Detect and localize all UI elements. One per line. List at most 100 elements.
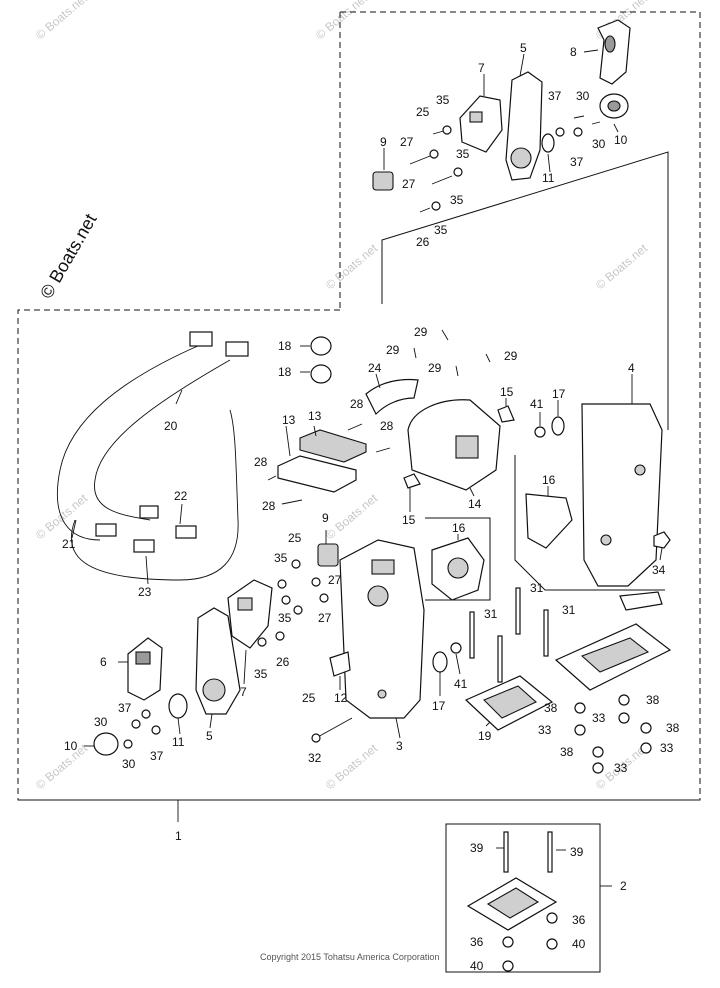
part-21-connector xyxy=(95,523,117,537)
washer-35-upper-b xyxy=(429,149,439,159)
leader-23 xyxy=(145,555,149,585)
label-part-38-b: 38 xyxy=(646,693,660,707)
label-part-32: 32 xyxy=(308,751,322,765)
part-14-window xyxy=(455,435,479,459)
leader-22 xyxy=(179,503,183,525)
label-part-35-f: 35 xyxy=(278,611,292,625)
label-part-37-lower-b: 37 xyxy=(150,749,164,763)
part-18-plug-a xyxy=(310,336,332,356)
assembly-frames xyxy=(17,11,701,973)
label-part-40-a: 40 xyxy=(572,937,586,951)
part-6-handle xyxy=(127,637,163,701)
label-part-6: 6 xyxy=(100,655,107,669)
label-part-15-lower: 15 xyxy=(402,513,416,527)
nut-40-a xyxy=(546,938,558,950)
label-part-20: 20 xyxy=(164,419,178,433)
nut-33-d xyxy=(592,762,604,774)
washer-36-a xyxy=(546,912,558,924)
label-part-5-lower: 5 xyxy=(206,729,213,743)
washer-37-a xyxy=(141,709,151,719)
label-part-37-upper-b: 37 xyxy=(570,155,584,169)
washer-35-b xyxy=(281,595,291,605)
label-part-28-d: 28 xyxy=(380,419,394,433)
label-part-3: 3 xyxy=(396,739,403,753)
part-34-bracket xyxy=(619,591,663,611)
part-8-slot xyxy=(604,35,616,53)
label-part-17-lower: 17 xyxy=(432,699,446,713)
upper-assembly xyxy=(372,19,631,213)
part-24-cover xyxy=(365,378,419,416)
label-part-37-lower-a: 37 xyxy=(118,701,132,715)
label-part-9-upper: 9 xyxy=(380,135,387,149)
label-part-29-d: 29 xyxy=(504,349,518,363)
watermark-text: © Boats.net xyxy=(323,741,381,793)
leader-14 xyxy=(469,487,475,497)
watermark-text: © Boats.net xyxy=(323,241,381,293)
label-part-23: 23 xyxy=(138,585,152,599)
label-part-9-lower: 9 xyxy=(322,511,329,525)
leader-19 xyxy=(485,721,491,727)
washer-30-b xyxy=(123,739,133,749)
label-part-27-d: 27 xyxy=(318,611,332,625)
leader-lines xyxy=(71,49,663,851)
part-34-nut xyxy=(653,531,671,549)
washer-25 xyxy=(291,559,301,569)
washer-37-upper-a xyxy=(555,127,565,137)
label-part-39-a: 39 xyxy=(470,841,484,855)
label-part-33-a: 33 xyxy=(538,723,552,737)
label-part-22: 22 xyxy=(174,489,188,503)
washer-30-a xyxy=(131,719,141,729)
part-4-boss-a xyxy=(600,534,612,546)
label-part-10-upper: 10 xyxy=(614,133,628,147)
leader-5-lower xyxy=(209,713,213,729)
part-39-bolt-a xyxy=(503,831,509,873)
label-part-35-e: 35 xyxy=(274,551,288,565)
brand-logo-text: © Boats.net xyxy=(36,210,100,302)
part-7-cover xyxy=(459,95,503,153)
label-part-26-upper: 26 xyxy=(416,235,430,249)
part-3-main-housing xyxy=(339,539,425,719)
watermark-text: © Boats.net xyxy=(323,491,381,543)
part-21-harness xyxy=(70,409,239,581)
washer-36-b xyxy=(502,936,514,948)
part-29-screw-b xyxy=(413,347,417,359)
label-part-33-c: 33 xyxy=(660,741,674,755)
screw-30-upper-b xyxy=(591,121,601,125)
leader-5 xyxy=(519,53,525,77)
part-10-grommet-lower xyxy=(93,732,119,756)
part-41-clip-upper xyxy=(534,426,546,438)
part-3-gear xyxy=(371,559,395,575)
part-28-screw-d xyxy=(375,447,391,453)
label-part-31-a: 31 xyxy=(530,581,544,595)
label-part-31-c: 31 xyxy=(484,607,498,621)
part-12-spacer xyxy=(329,651,351,677)
leader-8 xyxy=(583,49,599,53)
part-17-bushing-lower xyxy=(432,651,448,673)
label-part-1: 1 xyxy=(175,829,182,843)
leader-7-lower xyxy=(243,649,247,685)
part-13-bracket xyxy=(277,455,357,493)
leader-13b xyxy=(313,425,317,437)
leader-41b xyxy=(455,653,461,675)
part-13-plate xyxy=(299,429,367,463)
label-part-39-b: 39 xyxy=(570,845,584,859)
part-31-bolt-d xyxy=(497,635,503,683)
label-part-5-upper: 5 xyxy=(520,41,527,55)
label-part-36-b: 36 xyxy=(470,935,484,949)
label-part-17-upper: 17 xyxy=(552,387,566,401)
part-29-screw-a xyxy=(441,329,449,341)
nut-40-b xyxy=(502,960,514,972)
leader-24 xyxy=(375,373,381,389)
part-17-bushing-upper xyxy=(551,416,565,436)
label-part-25-upper: 25 xyxy=(416,105,430,119)
frame-part-16 xyxy=(425,517,491,601)
label-part-8: 8 xyxy=(570,45,577,59)
leader-21 xyxy=(71,519,77,539)
label-part-29-a: 29 xyxy=(414,325,428,339)
watermark-text: © Boats.net xyxy=(593,241,651,293)
label-part-11-lower: 11 xyxy=(172,735,185,749)
label-part-10-lower: 10 xyxy=(64,739,78,753)
leader-11-lower xyxy=(177,717,181,735)
part-20-connector-a xyxy=(189,331,213,347)
